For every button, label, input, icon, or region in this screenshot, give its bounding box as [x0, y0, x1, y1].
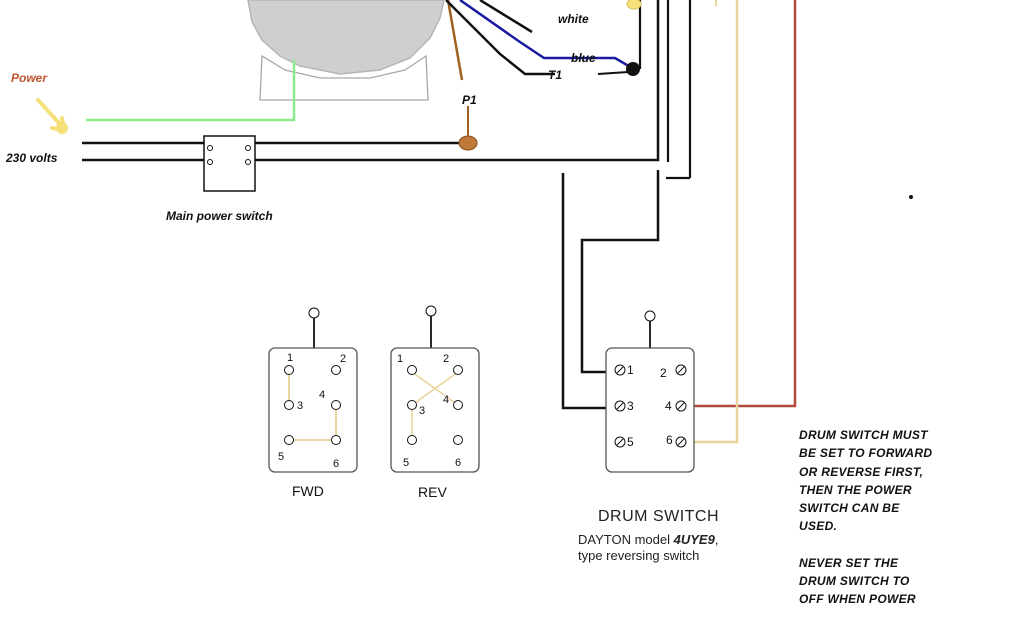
warning-note: DRUM SWITCH MUST BE SET TO FORWARD OR RE…	[799, 426, 1019, 627]
drum-switch-type: type reversing switch	[578, 548, 700, 563]
power-label: Power	[11, 71, 48, 85]
motor	[247, 0, 445, 101]
blue-wire	[459, 0, 633, 70]
rev-terminal-2: 2	[443, 353, 449, 365]
rev-terminal-5: 5	[403, 457, 409, 469]
p1-wire	[446, 0, 464, 81]
ground-wire	[86, 60, 296, 122]
drum-terminal-6: 6	[666, 433, 673, 447]
supply-wires	[82, 0, 660, 162]
fwd-diagram	[268, 307, 358, 473]
power-arrow-icon	[36, 98, 68, 134]
white-label: white	[558, 12, 589, 26]
warning-caution: NEVER SET THE DRUM SWITCH TO OFF WHEN PO…	[799, 555, 916, 607]
drum-terminal-5: 5	[627, 435, 634, 449]
blue-label: blue	[571, 51, 596, 65]
drum-switch-model: DAYTON model 4UYE9, type reversing switc…	[578, 532, 719, 563]
drum-terminal-2: 2	[660, 366, 667, 380]
drum-switch	[605, 310, 695, 473]
drum-switch-title: DRUM SWITCH	[598, 508, 720, 525]
fwd-terminal-1: 1	[287, 352, 293, 364]
fwd-terminal-3: 3	[297, 400, 303, 412]
p1-label: P1	[462, 93, 477, 107]
voltage-label: 230 volts	[5, 151, 58, 165]
warning-instruction: DRUM SWITCH MUST BE SET TO FORWARD OR RE…	[799, 428, 933, 534]
drum-terminal-3: 3	[627, 399, 634, 413]
rev-terminal-3: 3	[419, 405, 425, 417]
rev-diagram	[390, 305, 480, 473]
rev-terminal-4: 4	[443, 394, 449, 406]
drum-switch-model-number: 4UYE9	[673, 532, 715, 547]
fwd-terminal-2: 2	[340, 353, 346, 365]
fwd-terminal-6: 6	[333, 458, 339, 470]
p1-connector-icon	[458, 135, 478, 151]
drum-switch-wires	[561, 0, 797, 444]
main-power-switch	[203, 135, 256, 192]
drum-switch-caption: DRUM SWITCH DAYTON model 4UYE9, type rev…	[578, 508, 719, 564]
t1-label: T1	[548, 68, 562, 82]
rev-terminal-6: 6	[455, 457, 461, 469]
fwd-label: FWD	[292, 483, 324, 499]
wiring-diagram: Power 230 volts Main power switch white …	[5, 0, 913, 500]
fwd-terminal-4: 4	[319, 389, 325, 401]
rev-label: REV	[418, 484, 447, 500]
wire-nut-icon	[626, 62, 640, 76]
main-switch-label: Main power switch	[166, 209, 273, 223]
fwd-terminal-5: 5	[278, 451, 284, 463]
rev-terminal-1: 1	[397, 353, 403, 365]
drum-terminal-4: 4	[665, 399, 672, 413]
t1-wire	[445, 0, 555, 76]
drum-terminal-1: 1	[627, 363, 634, 377]
